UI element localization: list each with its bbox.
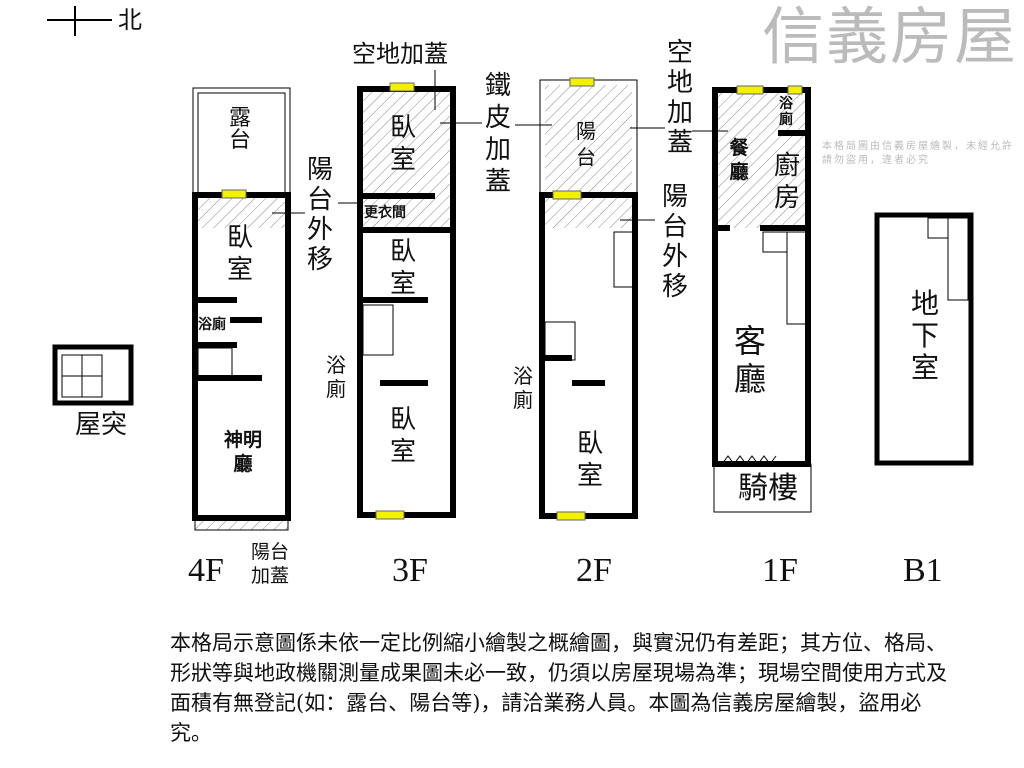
- annotation-balcony-moved: 陽台外移: [307, 155, 334, 275]
- floor-2f-plan: [539, 77, 728, 521]
- north-label: 北: [118, 6, 142, 34]
- annotation-balcony-addition: 陽台加蓋: [250, 541, 289, 587]
- floor-label-1f: 1F: [762, 552, 798, 589]
- floor-1f-plan: [712, 85, 812, 513]
- floor-3f-plan: [357, 70, 552, 520]
- floor-b1-plan: [874, 212, 974, 466]
- room-label-dining: 餐廳: [729, 137, 749, 183]
- room-label-bedroom: 臥室: [389, 113, 416, 175]
- room-label-bedroom: 臥室: [226, 223, 253, 285]
- room-label-bathroom: 浴廁: [513, 364, 533, 412]
- floor-label-b1: B1: [903, 552, 943, 589]
- room-label-balcony: 陽台: [576, 119, 596, 169]
- roof-structure-plan: [52, 344, 134, 406]
- room-label-bedroom: 臥室: [389, 405, 416, 467]
- floor-label-4f: 4F: [188, 552, 224, 589]
- room-label-terrace: 露台: [228, 106, 251, 153]
- annotation-tin-addition: 鐵皮加蓋: [484, 71, 511, 197]
- room-label-bedroom: 臥室: [576, 429, 603, 491]
- watermark-notice: 本格局圖由信義房屋繪製，未經允許請勿盜用，違者必究: [822, 141, 1014, 166]
- room-label-shrine-hall: 神明廳: [223, 429, 262, 475]
- room-label-living-room: 客廳: [733, 322, 766, 398]
- room-label-closet: 更衣間: [364, 205, 406, 221]
- annotation-balcony-moved: 陽台外移: [661, 182, 688, 302]
- roof-structure-label: 屋突: [75, 410, 128, 440]
- room-label-kitchen: 廚房: [773, 151, 800, 213]
- floor-label-3f: 3F: [392, 552, 428, 589]
- room-label-bathroom: 浴廁: [326, 353, 346, 401]
- annotation-empty-lot-addition: 空地加蓋: [666, 38, 693, 158]
- room-label-bathroom: 浴廁: [198, 317, 226, 333]
- disclaimer-note: 本格局示意圖係未依一定比例縮小繪製之概繪圖，與實況仍有差距；其方位、格局、形狀等…: [170, 631, 947, 745]
- room-label-bedroom: 臥室: [389, 237, 416, 299]
- floor-4f-plan: [192, 87, 357, 531]
- annotation-empty-lot-addition: 空地加蓋: [352, 40, 448, 68]
- room-label-arcade: 騎樓: [738, 471, 798, 506]
- room-label-bathroom: 浴廁: [779, 96, 793, 128]
- compass-icon: [47, 6, 112, 36]
- watermark-brand: 信義房屋: [762, 0, 1019, 73]
- floor-label-2f: 2F: [576, 552, 612, 589]
- room-label-basement: 地下室: [910, 287, 939, 384]
